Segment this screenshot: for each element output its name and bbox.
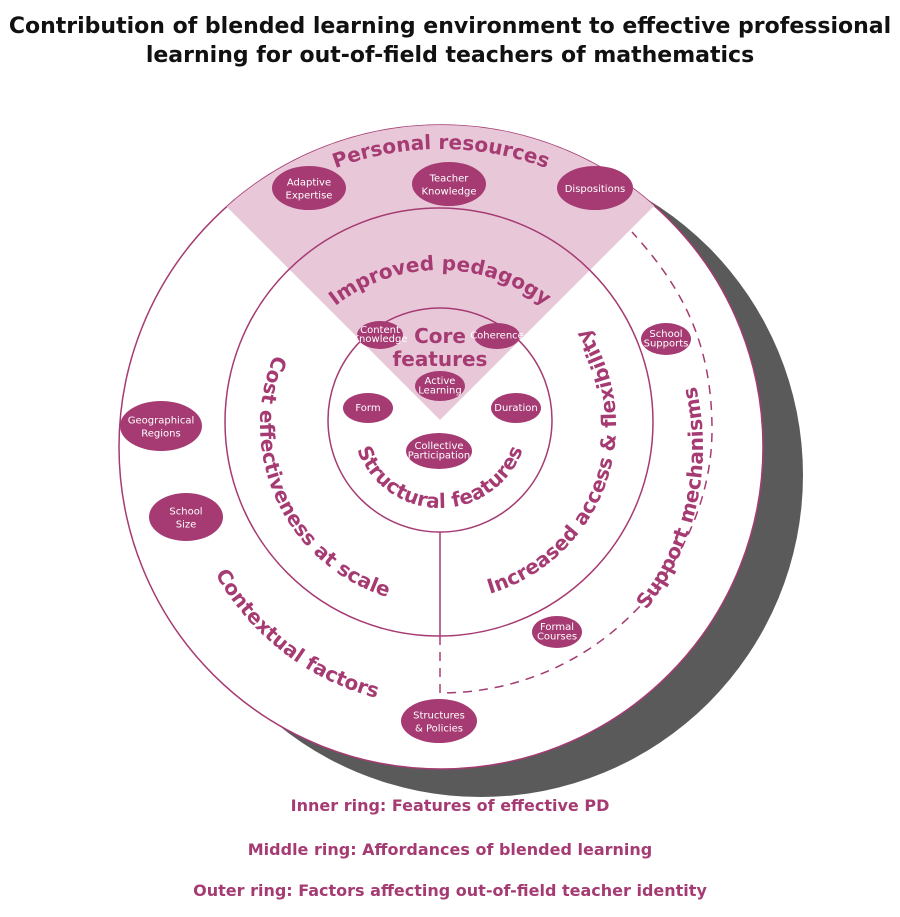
node-label: Form (355, 403, 380, 414)
node-label: Knowledge (353, 334, 408, 345)
factor-node: Form (343, 393, 393, 423)
caption-outer-ring: Outer ring: Factors affecting out-of-fie… (193, 881, 707, 900)
node-ellipse (412, 162, 486, 206)
node-label: Structures (413, 710, 465, 721)
label-features: features (393, 347, 488, 371)
node-label: Expertise (286, 190, 333, 201)
node-ellipse (357, 321, 403, 349)
node-ellipse (149, 493, 223, 541)
caption-inner-ring: Inner ring: Features of effective PD (290, 796, 610, 815)
node-label: Learning (418, 386, 461, 397)
title-line-1: Contribution of blended learning environ… (8, 14, 892, 39)
node-label: Adaptive (287, 177, 331, 188)
node-ellipse (641, 323, 691, 355)
node-label: Duration (494, 403, 537, 414)
support-dashed-boundary (439, 231, 713, 694)
node-ellipse (406, 433, 472, 469)
node-ellipse (557, 166, 633, 210)
node-label: School (169, 506, 202, 517)
node-label: Formal (540, 622, 574, 633)
node-label: Participation (408, 451, 470, 462)
node-ellipse (532, 616, 582, 648)
node-label: Supports (644, 339, 689, 350)
factor-node: Coherence (470, 323, 524, 349)
factor-node: Dispositions (557, 166, 633, 210)
node-label: & Policies (415, 723, 463, 734)
node-label: Size (176, 519, 197, 530)
node-label: Dispositions (565, 184, 626, 195)
node-ellipse (415, 371, 465, 401)
node-label: Regions (141, 428, 180, 439)
node-label: Content (360, 325, 400, 336)
node-label: Collective (414, 441, 463, 452)
node-label: Coherence (470, 331, 524, 342)
caption-middle-ring: Middle ring: Affordances of blended lear… (247, 840, 653, 859)
node-ellipse (474, 323, 520, 349)
node-ellipse (491, 393, 541, 423)
node-ellipse (343, 393, 393, 423)
node-label: Teacher (429, 173, 470, 184)
node-ellipse (401, 699, 477, 743)
node-label: School (649, 329, 682, 340)
node-label: Courses (537, 632, 577, 643)
label-core: Core (414, 324, 466, 348)
node-label: Geographical (128, 415, 194, 426)
factor-node: Duration (491, 393, 541, 423)
node-label: Active (425, 376, 456, 387)
node-ellipse (120, 401, 202, 451)
node-ellipse (272, 166, 346, 210)
title-line-2: learning for out-of-field teachers of ma… (145, 43, 755, 68)
diagram-title: Contribution of blended learning environ… (0, 12, 900, 70)
node-label: Knowledge (422, 186, 477, 197)
middle-ring (224, 207, 654, 637)
factor-node: Structures & Policies (401, 699, 477, 743)
